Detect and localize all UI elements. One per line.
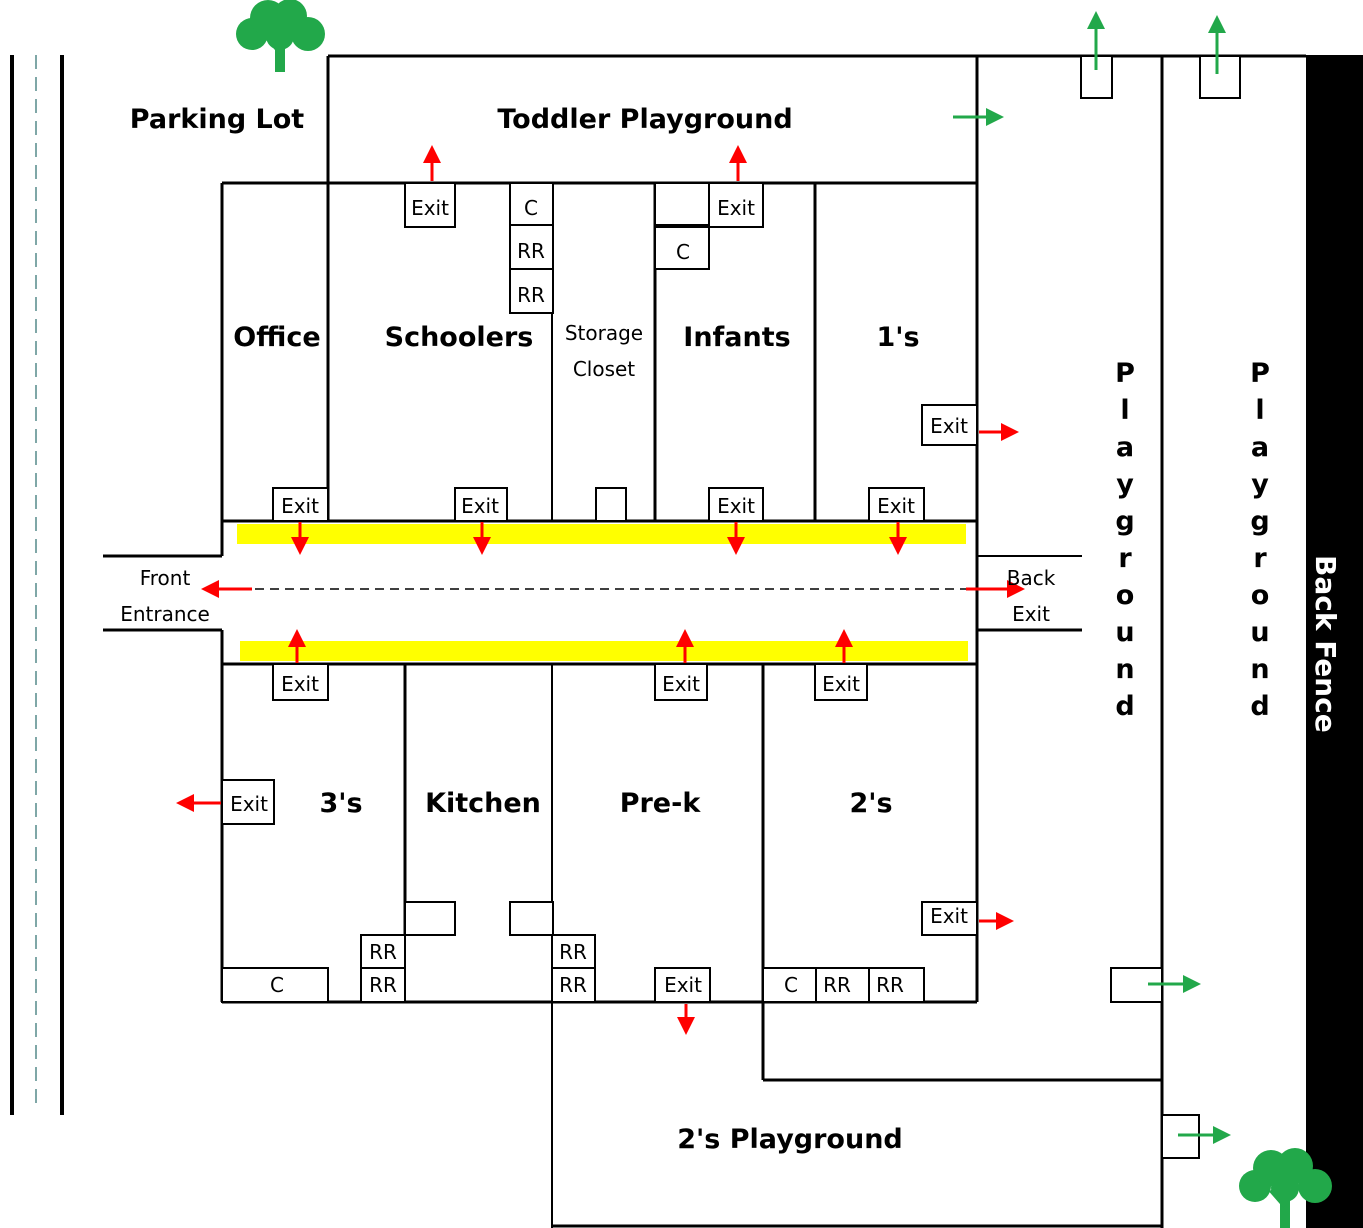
closet-label: C — [524, 196, 538, 220]
exit-label: Exit — [717, 494, 755, 518]
vertical-labels: Playground Playground Back Fence — [1110, 358, 1343, 733]
tree-icon — [236, 0, 325, 72]
exit-label: Exit — [281, 672, 319, 696]
toddler-playground-label: Toddler Playground — [497, 104, 792, 135]
tree-icon — [1239, 1148, 1332, 1228]
office-label: Office — [233, 322, 320, 353]
playground-label-vertical: Playground — [1245, 358, 1276, 728]
exit-label: Exit — [662, 672, 700, 696]
infants-label: Infants — [683, 322, 790, 353]
back-exit-label-2: Exit — [1012, 602, 1050, 626]
exit-label: Exit — [411, 196, 449, 220]
threes-label: 3's — [319, 788, 362, 819]
front-entrance-label-1: Front — [140, 566, 191, 590]
room-fixtures — [221, 55, 1241, 1159]
restroom-label: RR — [369, 940, 397, 964]
front-entrance-label-2: Entrance — [120, 602, 210, 626]
room-labels: Parking Lot Toddler Playground Office Sc… — [120, 104, 1055, 1155]
fixture-labels: Exit C RR RR Exit C Exit Exit Exit Exit … — [230, 196, 968, 997]
schoolers-label: Schoolers — [385, 322, 534, 353]
road — [10, 55, 64, 1115]
twos-playground-label: 2's Playground — [677, 1124, 903, 1155]
twos-label: 2's — [849, 788, 892, 819]
closet-label: C — [784, 973, 798, 997]
kitchen-label: Kitchen — [425, 788, 541, 819]
exit-label: Exit — [230, 792, 268, 816]
exit-label: Exit — [281, 494, 319, 518]
exit-arrows — [176, 145, 1025, 1035]
restroom-label: RR — [517, 283, 545, 307]
walls — [103, 54, 1306, 1228]
restroom-label: RR — [517, 239, 545, 263]
closet-label: C — [270, 973, 284, 997]
exit-label: Exit — [822, 672, 860, 696]
restroom-label: RR — [559, 973, 587, 997]
playground-arrows — [953, 11, 1231, 1144]
exit-label: Exit — [461, 494, 499, 518]
exit-label: Exit — [717, 196, 755, 220]
exit-label: Exit — [930, 904, 968, 928]
restroom-label: RR — [369, 973, 397, 997]
restroom-label: RR — [559, 940, 587, 964]
closet-label: C — [676, 240, 690, 264]
storage-label: Storage — [565, 321, 643, 345]
back-fence — [1306, 55, 1363, 1228]
back-exit-label-1: Back — [1007, 566, 1056, 590]
restroom-label: RR — [823, 973, 851, 997]
exit-label: Exit — [664, 973, 702, 997]
back-fence-label: Back Fence — [1309, 555, 1342, 733]
closet-room-label: Closet — [573, 357, 635, 381]
hallway-highlight-bottom — [240, 641, 968, 661]
exit-label: Exit — [930, 414, 968, 438]
parking-lot-label: Parking Lot — [130, 104, 305, 135]
restroom-label: RR — [876, 973, 904, 997]
ones-label: 1's — [876, 322, 919, 353]
prek-label: Pre-k — [620, 788, 702, 819]
hallway-highlight-top — [237, 524, 966, 544]
playground-label-vertical: Playground — [1110, 358, 1141, 728]
exit-label: Exit — [877, 494, 915, 518]
